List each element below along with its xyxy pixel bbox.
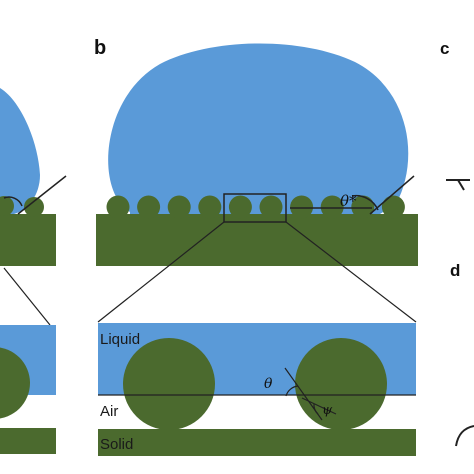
panel-b-zoom-view: θ ψ Liquid Air Solid <box>98 323 416 456</box>
droplet <box>108 43 409 214</box>
zoom-line-right <box>285 221 417 323</box>
surface-bump <box>290 195 314 219</box>
panel-d-curve <box>455 425 474 447</box>
panel-a-zoom-sphere <box>0 347 30 419</box>
solid-label: Solid <box>100 436 133 453</box>
liquid-label: Liquid <box>100 331 140 348</box>
panel-a-bump <box>24 197 44 217</box>
surface-bump <box>228 195 252 219</box>
surface-bumps <box>106 195 405 219</box>
zoom-line-left <box>97 221 225 323</box>
surface-bump <box>381 195 405 219</box>
panel-a-droplet <box>0 88 40 214</box>
apparent-angle-label: θ* <box>340 192 357 210</box>
panel-c-letter: c <box>440 39 449 58</box>
panel-a-angle-arc <box>3 196 23 207</box>
zoom-sphere-right <box>295 338 387 430</box>
local-angle-arc <box>285 385 299 397</box>
surface-bump <box>259 195 283 219</box>
local-angle-label: θ <box>264 376 273 392</box>
surface-bump <box>320 195 344 219</box>
psi-ray <box>301 397 337 415</box>
surface-bump <box>106 195 130 219</box>
surface-bump <box>137 195 161 219</box>
panel-d-letter: d <box>450 261 460 280</box>
panel-b-letter: b <box>94 37 106 59</box>
surface-bump <box>351 195 375 219</box>
surface-bump <box>167 195 191 219</box>
panel-a-substrate <box>0 214 56 266</box>
panel-c-fragment <box>446 179 470 191</box>
psi-arc <box>313 403 319 415</box>
zoom-box <box>223 193 287 223</box>
apparent-angle-arc <box>351 194 379 211</box>
panel-c-tick <box>457 179 465 191</box>
zoom-solid-layer <box>98 429 416 456</box>
panel-a-bump <box>0 196 14 216</box>
surface-bump <box>198 195 222 219</box>
panel-a-fragment <box>0 88 67 454</box>
zoom-connector-lines <box>97 221 417 323</box>
panel-a-zoom-line <box>3 267 51 326</box>
zoom-sphere-left <box>123 338 215 430</box>
panel-d-fragment <box>455 425 474 447</box>
panel-a-zoom-solid <box>0 428 56 454</box>
panel-a-tangent-line <box>17 175 67 215</box>
air-label: Air <box>100 403 118 420</box>
panel-b-droplet-view: θ* <box>96 43 418 266</box>
psi-label: ψ <box>322 403 333 418</box>
